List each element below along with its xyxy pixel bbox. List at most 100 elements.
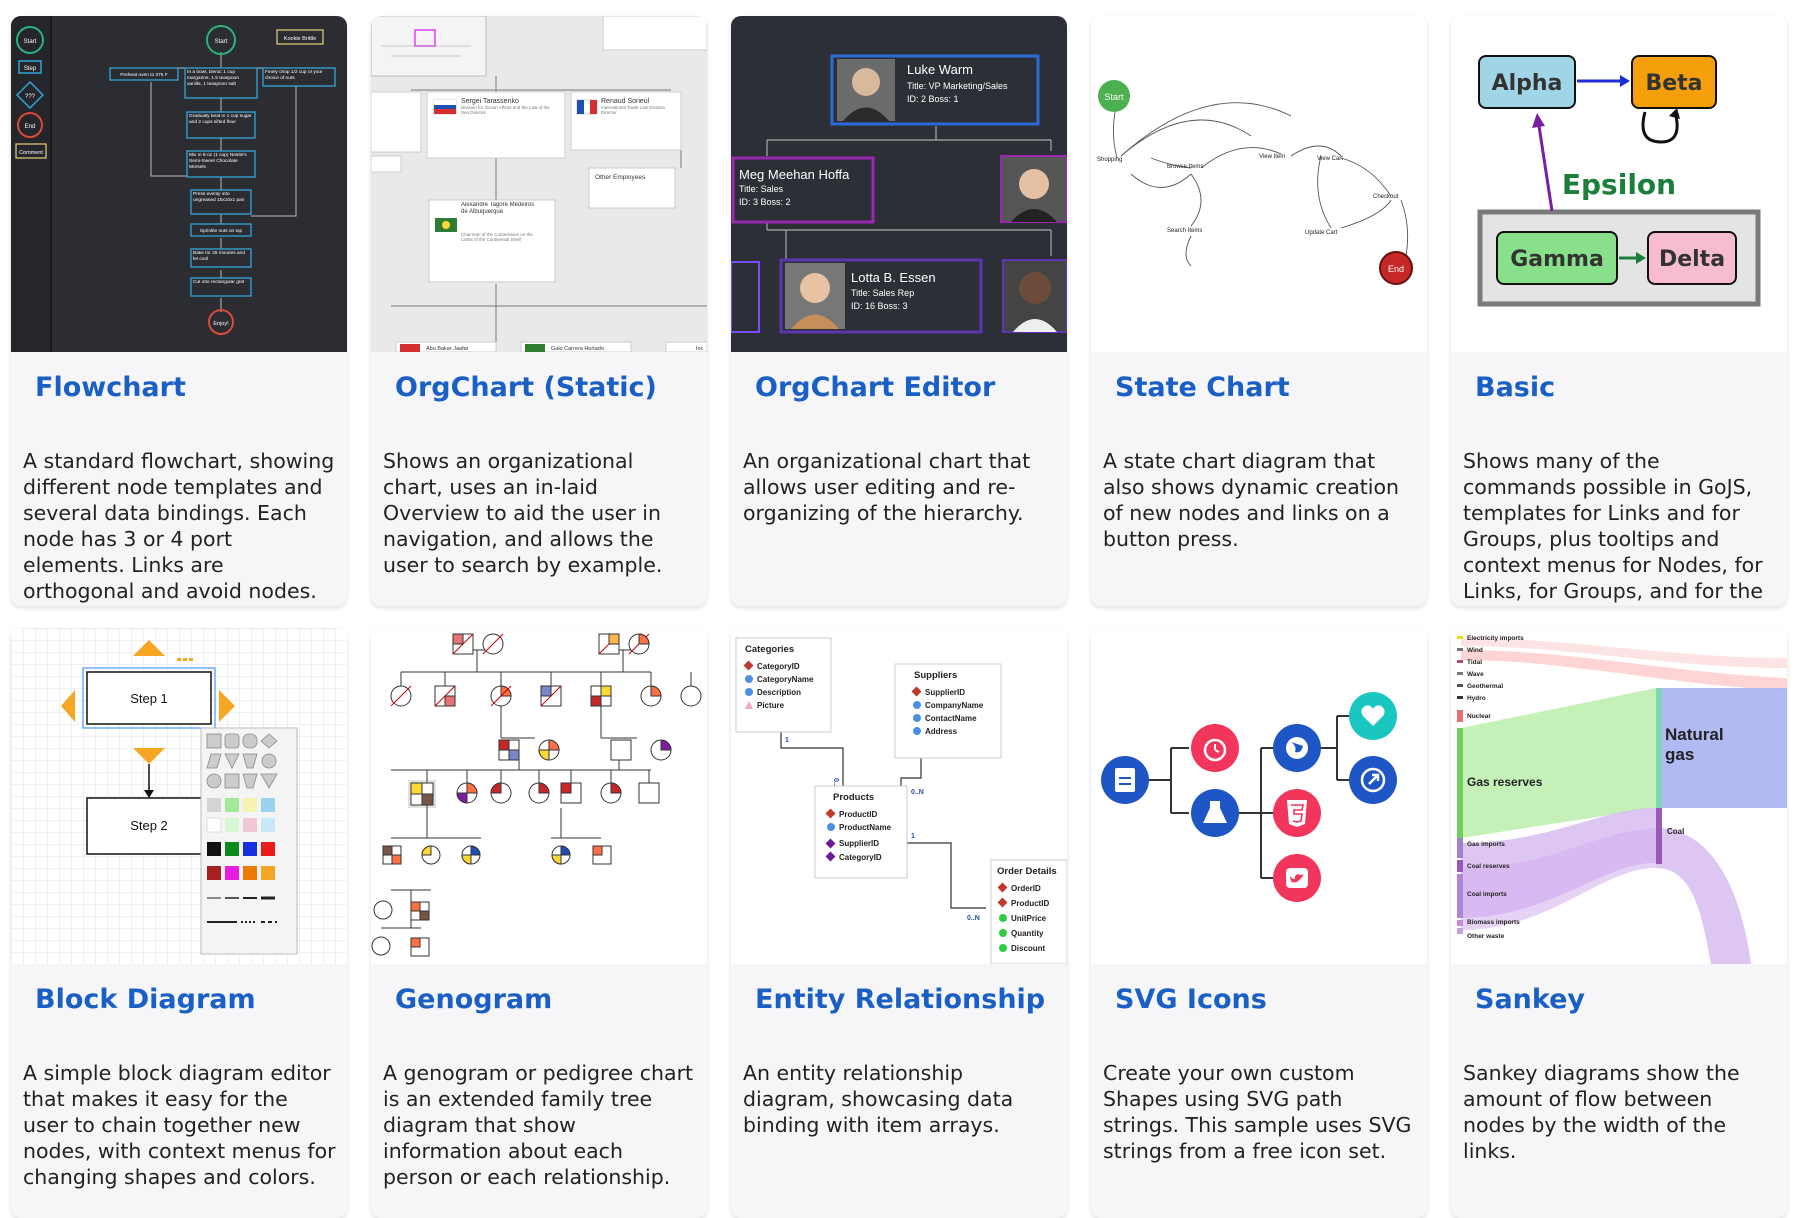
er-cat-item: Picture — [757, 701, 785, 710]
er-ord-item: UnitPrice — [1011, 914, 1047, 923]
card-title[interactable]: Block Diagram — [35, 984, 256, 1015]
sample-card-genogram[interactable]: Genogram A genogram or pedigree chart is… — [371, 628, 707, 1218]
card-description: A state chart diagram that also shows dy… — [1103, 449, 1400, 551]
er-cat-item: CategoryID — [757, 662, 800, 671]
card-title[interactable]: SVG Icons — [1115, 984, 1267, 1015]
sankey-natural-gas-label-2: gas — [1665, 745, 1694, 764]
card-title[interactable]: Genogram — [395, 984, 553, 1015]
basic-group-epsilon: Epsilon — [1562, 168, 1676, 201]
card-title[interactable]: Sankey — [1475, 984, 1586, 1015]
orgchart-static-thumbnail[interactable]: Sergei Tarassenko Division for Ocean Aff… — [371, 16, 707, 352]
card-title[interactable]: Basic — [1475, 372, 1556, 403]
palette-comment: Comment — [19, 150, 43, 156]
block-step-1: Step 1 — [130, 691, 168, 706]
card-title[interactable]: Entity Relationship — [755, 984, 1046, 1015]
sample-card-state-chart[interactable]: Start End Shopping Browse Items Search I… — [1091, 16, 1427, 606]
flow-step-cut: Cut into rectangular grid — [193, 280, 245, 285]
er-sup-item: SupplierID — [925, 688, 965, 697]
org-node-3-title: Chairman of the Commission on the Limits… — [461, 232, 533, 242]
sample-card-orgchart-editor[interactable]: Luke Warm Title: VP Marketing/Sales ID: … — [731, 16, 1067, 606]
palette-conditional: ??? — [25, 94, 36, 100]
editor-node-3-name: Lotta B. Essen — [851, 270, 936, 285]
sankey-label: Other waste — [1467, 933, 1505, 940]
sample-card-basic[interactable]: Alpha Beta Epsilon Gamma Delta Basic Sho… — [1451, 16, 1787, 606]
flow-step-blend: In a bowl, blend: 1 cup margarine, 1.5 t… — [187, 70, 239, 87]
sankey-label: Wave — [1467, 671, 1484, 678]
sample-card-block-diagram[interactable]: Step 1 Step 2 — [11, 628, 347, 1218]
svg-text:0..N: 0..N — [911, 789, 924, 796]
editor-node-1-name: Luke Warm — [907, 62, 973, 77]
flow-step-nuts: Finely chop 1/2 cup of your choice of nu… — [265, 70, 323, 81]
sankey-label: Biomass imports — [1467, 919, 1520, 926]
state-browse: Browse Items — [1167, 164, 1203, 170]
editor-node-2-name: Meg Meehan Hoffa — [739, 167, 850, 182]
er-suppliers-title: Suppliers — [914, 670, 957, 681]
orgchart-editor-thumbnail[interactable]: Luke Warm Title: VP Marketing/Sales ID: … — [731, 16, 1067, 352]
state-search: Search Items — [1167, 228, 1202, 234]
er-categories-title: Categories — [745, 644, 794, 655]
sample-card-sankey[interactable]: Electricity imports Wind Tidal Wave Geot… — [1451, 628, 1787, 1218]
entity-relationship-thumbnail[interactable]: 1 0..N 0..N 1 0..N Categories CategoryID… — [731, 628, 1067, 964]
org-other-employees: Other Employees — [595, 174, 646, 181]
card-title[interactable]: OrgChart (Static) — [395, 372, 657, 403]
card-description: A simple block diagram editor that makes… — [23, 1061, 336, 1189]
flowchart-thumbnail[interactable]: Start Step ??? End Comment — [11, 16, 347, 352]
sample-card-entity-relationship[interactable]: 1 0..N 0..N 1 0..N Categories CategoryID… — [731, 628, 1067, 1218]
block-step-2: Step 2 — [130, 818, 168, 833]
editor-node-1-title: Title: VP Marketing/Sales — [907, 81, 1008, 91]
card-title[interactable]: OrgChart Editor — [755, 372, 996, 403]
flow-start-node: Start — [215, 39, 228, 45]
card-description: Shows many of the commands possible in G… — [1463, 449, 1763, 606]
er-prod-item: ProductID — [839, 810, 877, 819]
sankey-label-gas-reserves: Gas reserves — [1467, 775, 1543, 789]
svg-icons-thumbnail[interactable] — [1091, 628, 1427, 964]
org-bottom-3: Inc — [696, 346, 704, 352]
er-sup-item: ContactName — [925, 714, 977, 723]
flow-step-press: Press evenly into ungreased 15x10x1 pan — [193, 192, 245, 203]
flow-step-bake: Bake for 25 minutes and let cool — [193, 251, 245, 262]
er-prod-item: CategoryID — [839, 853, 882, 862]
er-sup-item: CompanyName — [925, 701, 984, 710]
card-title[interactable]: State Chart — [1115, 372, 1290, 403]
state-chart-thumbnail[interactable]: Start End Shopping Browse Items Search I… — [1091, 16, 1427, 352]
org-bottom-1: Abu Bakar Jaafar — [426, 346, 469, 352]
sample-card-orgchart-static[interactable]: Sergei Tarassenko Division for Ocean Aff… — [371, 16, 707, 606]
sample-card-svg-icons[interactable]: SVG Icons Create your own custom Shapes … — [1091, 628, 1427, 1218]
state-start-node: Start — [1104, 92, 1124, 102]
er-prod-item: SupplierID — [839, 839, 879, 848]
sankey-label: Wind — [1467, 647, 1483, 654]
state-checkout: Checkout — [1373, 194, 1399, 200]
card-title[interactable]: Flowchart — [35, 372, 186, 403]
er-ord-item: Quantity — [1011, 929, 1044, 938]
editor-node-1-id: ID: 2 Boss: 1 — [907, 94, 959, 104]
sankey-label: Geothermal — [1467, 683, 1503, 690]
org-node-2-name: Renaud Sorieul — [601, 98, 650, 105]
er-sup-item: Address — [925, 727, 958, 736]
card-description: Create your own custom Shapes using SVG … — [1103, 1061, 1412, 1163]
er-ord-item: Discount — [1011, 944, 1046, 953]
org-node-2-title: International Trade Law Division Directo… — [601, 105, 666, 115]
sankey-thumbnail[interactable]: Electricity imports Wind Tidal Wave Geot… — [1451, 628, 1787, 964]
sankey-label: Electricity imports — [1467, 635, 1524, 642]
sankey-label: Gas imports — [1467, 841, 1505, 848]
org-node-1-name: Sergei Tarassenko — [461, 98, 519, 105]
genogram-thumbnail[interactable] — [371, 628, 707, 964]
flow-step-preheat: Preheat oven to 375 F — [120, 72, 168, 78]
svg-text:0..N: 0..N — [832, 778, 839, 791]
flow-comment-node: Kookie Brittle — [284, 36, 316, 42]
state-end-node: End — [1388, 264, 1404, 274]
card-description: An organizational chart that allows user… — [743, 449, 1031, 525]
state-shopping: Shopping — [1097, 157, 1122, 163]
er-products-title: Products — [833, 792, 874, 803]
editor-node-2-title: Title: Sales — [739, 184, 784, 194]
basic-node-delta: Delta — [1659, 247, 1725, 272]
sankey-label: Tidal — [1467, 659, 1482, 666]
basic-thumbnail[interactable]: Alpha Beta Epsilon Gamma Delta — [1451, 16, 1787, 352]
sankey-natural-gas-label: Natural — [1665, 725, 1724, 744]
basic-node-gamma: Gamma — [1510, 247, 1604, 272]
block-diagram-thumbnail[interactable]: Step 1 Step 2 — [11, 628, 347, 964]
sankey-label: Coal reserves — [1467, 863, 1510, 870]
sample-card-flowchart[interactable]: Start Step ??? End Comment — [11, 16, 347, 606]
editor-node-3-id: ID: 16 Boss: 3 — [851, 301, 908, 311]
org-bottom-2: Galo Carrera Hurtado — [551, 346, 604, 352]
